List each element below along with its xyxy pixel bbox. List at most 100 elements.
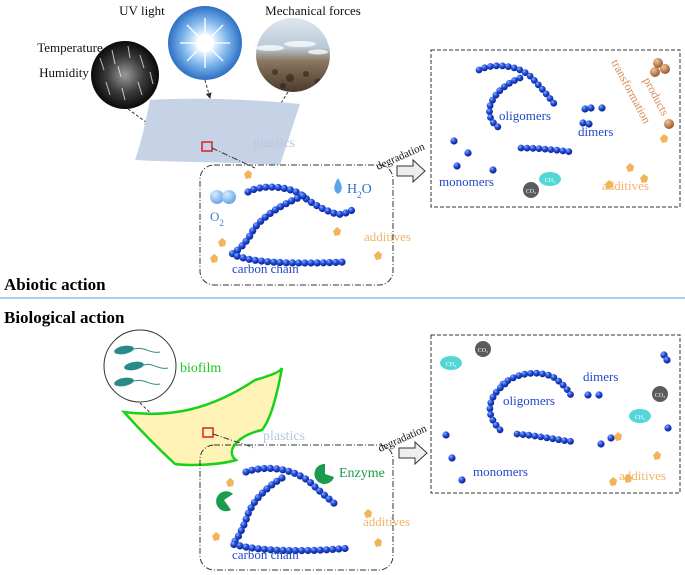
carbon-chain-bead <box>236 542 244 550</box>
carbon-chain-bead <box>254 494 262 502</box>
carbon-chain-bead <box>257 217 265 225</box>
carbon-chain-bead <box>270 258 278 266</box>
additive-particle <box>605 180 613 189</box>
biofilm-label: biofilm <box>180 361 221 376</box>
oligomer-bead <box>504 63 512 70</box>
uv-light-image <box>168 6 242 80</box>
carbon-chain-bead <box>336 210 344 218</box>
oligomer-bead <box>545 371 552 379</box>
additive-particles <box>210 134 668 547</box>
carbon-chain-bead <box>233 252 241 260</box>
biological-zoom-box <box>199 444 394 571</box>
carbon-chain-bead <box>285 467 293 475</box>
oligomer-bead <box>553 146 561 154</box>
carbon-chain-bead <box>285 547 293 555</box>
oligomer-bead <box>516 66 524 74</box>
bio-co2-molecule-2: CO₂ <box>652 386 668 402</box>
additive-particle <box>609 477 617 486</box>
carbon-chain-bead <box>310 546 318 555</box>
carbon-chain-bead <box>330 209 338 217</box>
oligomer-bead <box>501 83 508 91</box>
carbon-chain-bead <box>306 479 315 487</box>
plastic-sheet <box>135 98 300 165</box>
oligomer-bead <box>549 435 557 443</box>
svg-text:CH₄: CH₄ <box>545 178 555 184</box>
carbon-chain-bead <box>278 474 286 482</box>
svg-text:CO₂: CO₂ <box>526 189 536 195</box>
biological-heading: Biological action <box>4 308 125 327</box>
oligomer-bead <box>490 119 497 127</box>
monomer-bead <box>598 104 606 112</box>
carbon-chain-bead <box>311 483 319 491</box>
carbon-chain-bead <box>271 206 279 214</box>
oligomer-bead <box>489 416 497 424</box>
carbon-chain-bead <box>273 546 281 554</box>
carbon-chain-bead <box>242 515 250 523</box>
monomer-bead <box>595 391 603 399</box>
abiotic-zoom-box <box>199 164 394 286</box>
carbon-chain-bead <box>324 207 332 215</box>
oligomer-bead <box>543 434 551 442</box>
oligomer-bead <box>494 123 502 131</box>
oligomer-bead <box>555 436 562 444</box>
oligomer-bead <box>527 370 534 377</box>
oligomer-bead <box>550 99 558 107</box>
monomer-bead <box>458 476 466 484</box>
oligomer-bead <box>555 377 563 385</box>
carbon-chain-bead <box>319 259 327 267</box>
abiotic-section: Temperature Humidity UV light Mechanical… <box>4 3 681 294</box>
oligomer-bead <box>523 144 531 152</box>
temperature-label: Temperature <box>37 40 103 55</box>
carbon-chain-bead <box>279 466 287 474</box>
carbon-chain-bead <box>291 547 300 555</box>
carbon-chain-bead <box>254 545 262 553</box>
additive-particle <box>640 174 648 183</box>
bio-zoom-carbon-chain-label: carbon chain <box>232 547 299 562</box>
oligomer-bead <box>530 77 538 84</box>
carbon-chain-bead <box>230 540 238 549</box>
carbon-chain-bead <box>326 259 334 267</box>
oligomer-bead <box>533 369 540 377</box>
carbon-chain-bead <box>266 209 274 217</box>
oligomer-bead <box>501 380 509 388</box>
zoom-additives-label: additives <box>364 229 411 244</box>
carbon-chain-bead <box>256 184 264 192</box>
carbon-chain-bead <box>258 489 266 497</box>
monomer-bead <box>585 120 593 128</box>
oligomer-bead <box>559 147 567 155</box>
carbon-chain-bead <box>313 259 321 267</box>
oligomer-bead <box>487 411 494 418</box>
carbon-chain-bead <box>280 184 288 192</box>
oligomer-bead <box>539 370 546 378</box>
carbon-chain-bead <box>244 188 252 196</box>
carbon-chain-bead <box>276 258 284 267</box>
carbon-chain-bead <box>233 246 242 254</box>
carbon-chain-bead <box>330 499 338 507</box>
carbon-chain-bead <box>238 242 246 250</box>
carbon-chain-bead <box>299 192 307 200</box>
oligomer-bead <box>496 426 504 434</box>
abiotic-product-chains <box>450 62 606 174</box>
additive-particle <box>374 538 382 547</box>
abiotic-heading: Abiotic action <box>4 275 106 294</box>
monomer-bead <box>453 162 461 170</box>
biological-products-box <box>430 334 681 494</box>
monomer-bead <box>584 391 592 399</box>
carbon-chain-bead <box>316 487 324 495</box>
biological-section: Biological action biofilm plastics Enzym… <box>4 308 681 571</box>
monomers-label: monomers <box>439 174 494 189</box>
oligomer-bead <box>489 96 496 104</box>
carbon-chain-bead <box>341 544 349 553</box>
bio-zoom-additives-label: additives <box>363 514 410 529</box>
carbon-chain-bead <box>234 532 243 540</box>
carbon-chain-bead <box>307 198 316 206</box>
additive-particle <box>226 478 234 487</box>
monomer-bead <box>464 149 472 157</box>
enzyme-icon-right <box>314 463 334 484</box>
biological-carbon-chain <box>230 464 349 555</box>
carbon-chain-bead <box>332 258 340 266</box>
carbon-chain-bead <box>302 475 310 483</box>
bio-degradation-arrow <box>398 440 428 466</box>
carbon-chain-bead <box>282 200 290 208</box>
bio-ch4-molecule-1: CH₄ <box>440 356 462 370</box>
